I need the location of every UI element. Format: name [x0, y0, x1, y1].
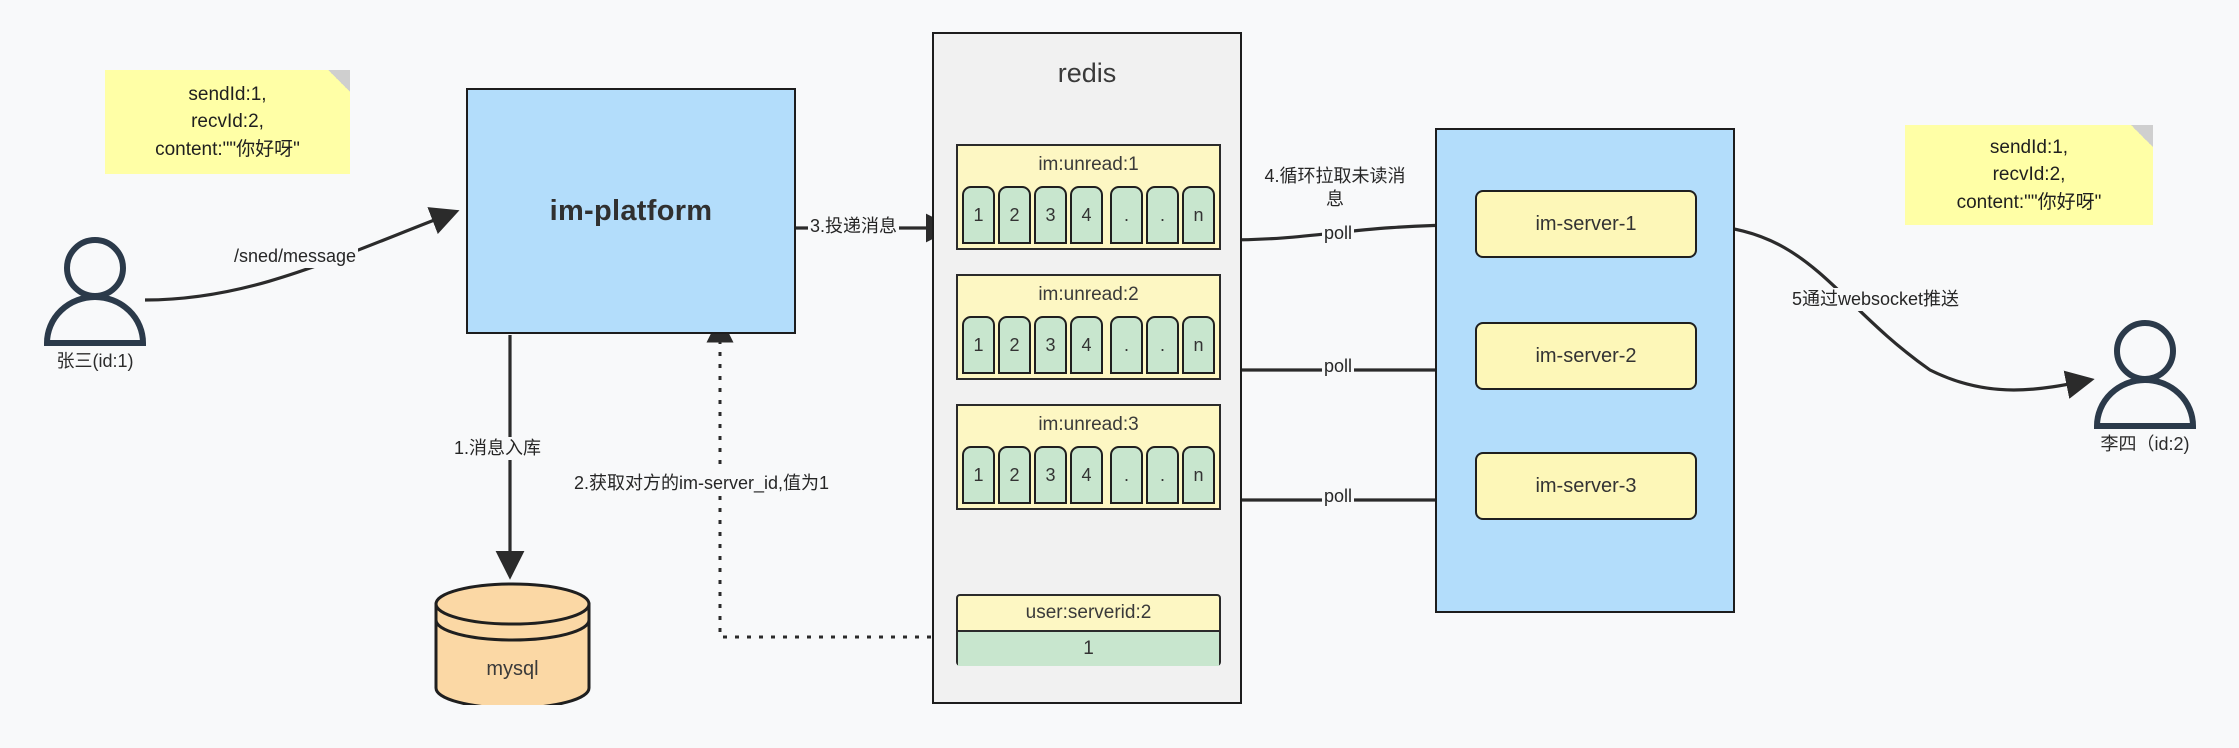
queue-cell[interactable]: . [1110, 316, 1143, 374]
queue-cell[interactable]: 4 [1070, 316, 1103, 374]
queue-cell[interactable]: 1 [962, 446, 995, 504]
edge-label-step5: 5通过websocket推送 [1790, 288, 1962, 311]
actor-receiver-label: 李四（id:2) [2100, 434, 2190, 454]
user-icon [43, 237, 147, 346]
queue-cell[interactable]: n [1182, 446, 1215, 504]
queue-cell[interactable]: 3 [1034, 446, 1067, 504]
im-server-3-chip[interactable]: im-server-3 [1475, 452, 1697, 520]
edge-label-step1: 1.消息入库 [452, 437, 544, 460]
queue-cell[interactable]: 2 [998, 446, 1031, 504]
mysql-label: mysql [486, 658, 539, 680]
im-platform-label: im-platform [549, 194, 713, 227]
actor-receiver: 李四（id:2) [2085, 318, 2205, 454]
redis-queue-0-key: im:unread:1 [1038, 154, 1139, 175]
queue-cell[interactable]: . [1146, 446, 1179, 504]
queue-cell[interactable]: 3 [1034, 186, 1067, 244]
actor-sender: 张三(id:1) [35, 235, 155, 371]
note-right: sendId:1, recvId:2, content:""你好呀" [1905, 125, 2153, 225]
queue-cell[interactable]: 2 [998, 186, 1031, 244]
im-platform-box[interactable]: im-platform [466, 88, 796, 334]
note-fold-icon [328, 70, 350, 92]
database-cylinder-icon [434, 582, 591, 710]
note-right-text: sendId:1, recvId:2, content:""你好呀" [1956, 136, 2102, 213]
queue-cell[interactable]: 3 [1034, 316, 1067, 374]
queue-cell[interactable]: 2 [998, 316, 1031, 374]
note-left-text: sendId:1, recvId:2, content:""你好呀" [155, 83, 300, 160]
redis-queue-2-key: im:unread:3 [1038, 414, 1139, 435]
user-icon [2093, 320, 2197, 429]
actor-sender-label: 张三(id:1) [56, 351, 134, 371]
redis-kv-key: user:serverid:2 [958, 596, 1219, 632]
redis-queue-2-cells: 1 2 3 4 . . n [962, 446, 1215, 504]
redis-queue-0-cells: 1 2 3 4 . . n [962, 186, 1215, 244]
queue-cell[interactable]: 1 [962, 186, 995, 244]
queue-cell[interactable]: n [1182, 316, 1215, 374]
im-server-cluster[interactable]: im-server-1 im-server-2 im-server-3 [1435, 128, 1735, 613]
queue-cell[interactable]: 4 [1070, 186, 1103, 244]
edge-label-poll-3: poll [1322, 485, 1355, 508]
im-server-2-label: im-server-2 [1535, 344, 1637, 367]
redis-queue-1-key: im:unread:2 [1038, 284, 1139, 305]
note-left: sendId:1, recvId:2, content:""你好呀" [105, 70, 350, 174]
queue-cell[interactable]: . [1110, 446, 1143, 504]
edge-label-send-message: /sned/message [232, 245, 359, 268]
redis-queue-1-cells: 1 2 3 4 . . n [962, 316, 1215, 374]
redis-queue-0[interactable]: im:unread:1 1 2 3 4 . . n [956, 144, 1221, 250]
redis-container[interactable]: redis im:unread:1 1 2 3 4 . . n im:unrea… [932, 32, 1242, 704]
queue-cell[interactable]: . [1110, 186, 1143, 244]
edge-label-step4: 4.循环拉取未读消息 [1258, 165, 1412, 210]
redis-kv-box[interactable]: user:serverid:2 1 [956, 594, 1221, 666]
queue-cell[interactable]: . [1146, 186, 1179, 244]
edge-label-step2: 2.获取对方的im-server_id,值为1 [572, 472, 832, 495]
edge-label-poll-2: poll [1322, 355, 1355, 378]
queue-cell[interactable]: n [1182, 186, 1215, 244]
queue-cell[interactable]: 4 [1070, 446, 1103, 504]
im-server-1-label: im-server-1 [1535, 212, 1637, 235]
queue-cell[interactable]: . [1146, 316, 1179, 374]
im-server-1-chip[interactable]: im-server-1 [1475, 190, 1697, 258]
redis-kv-value: 1 [958, 632, 1219, 666]
queue-cell[interactable]: 1 [962, 316, 995, 374]
im-server-2-chip[interactable]: im-server-2 [1475, 322, 1697, 390]
mysql-db[interactable]: mysql [430, 580, 595, 710]
edge-label-poll-1: poll [1322, 222, 1355, 245]
redis-queue-2[interactable]: im:unread:3 1 2 3 4 . . n [956, 404, 1221, 510]
note-fold-icon [2131, 125, 2153, 147]
redis-title: redis [1057, 58, 1117, 88]
edge-label-step3: 3.投递消息 [808, 215, 900, 238]
redis-queue-1[interactable]: im:unread:2 1 2 3 4 . . n [956, 274, 1221, 380]
im-server-3-label: im-server-3 [1535, 474, 1637, 497]
